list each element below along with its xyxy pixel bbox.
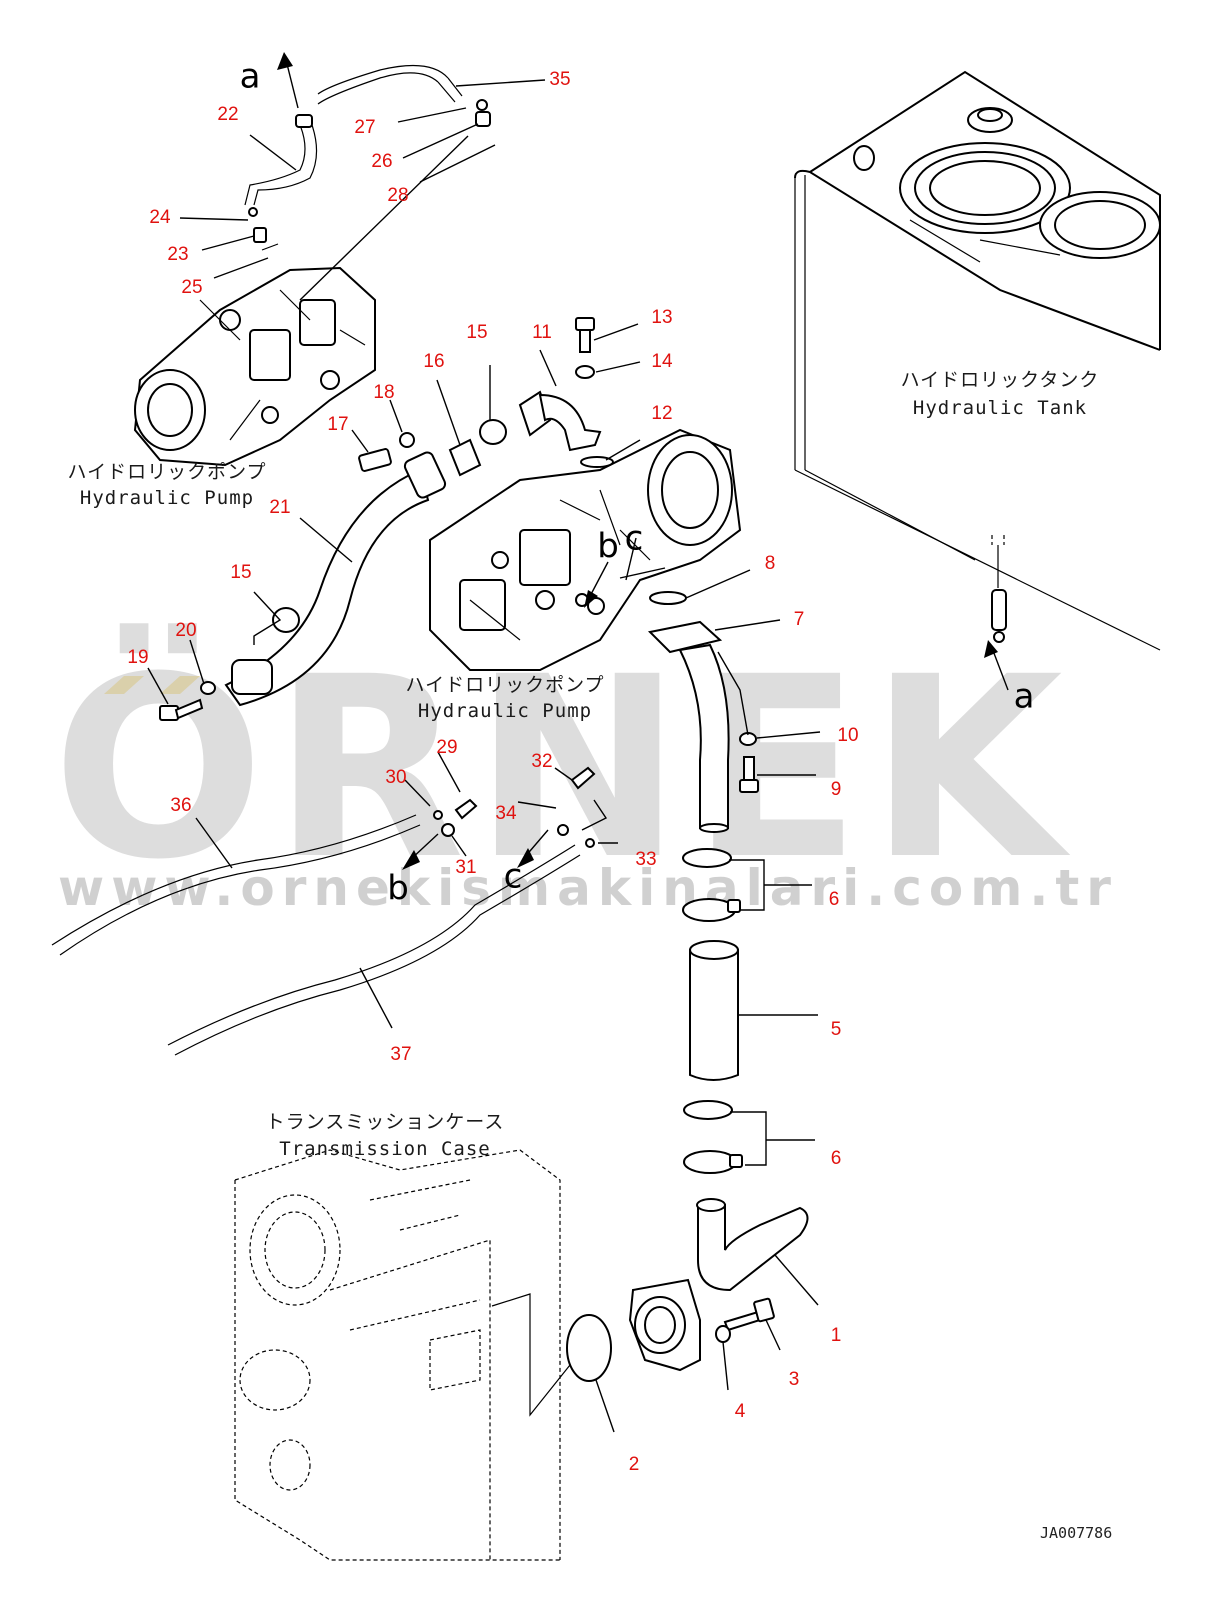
part-label: 6 (831, 1148, 842, 1169)
part-label: 18 (373, 382, 394, 403)
hydraulic-pump-mid-caption-en: Hydraulic Pump (418, 700, 592, 722)
hydraulic-pump-top (133, 266, 376, 467)
watermark-accent-right (160, 676, 200, 694)
part-label: 19 (127, 647, 148, 668)
part-label: 8 (765, 553, 776, 574)
part-label: 25 (181, 277, 202, 298)
transmission-case (234, 1149, 561, 1561)
connection-letter-b-pump: b (597, 527, 619, 567)
transmission-case-caption-en: Transmission Case (279, 1138, 490, 1160)
part-label: 29 (436, 737, 457, 758)
part-label: 36 (170, 795, 191, 816)
watermark-url: www.ornekismakinalari.com.tr (58, 859, 1118, 917)
part-label: 32 (531, 751, 552, 772)
part-label: 33 (635, 849, 656, 870)
hydraulic-pump-top-caption-en: Hydraulic Pump (80, 487, 254, 509)
part-label: 30 (385, 767, 406, 788)
transmission-case-caption-jp: トランスミッションケース (266, 1111, 505, 1133)
part-label: 23 (167, 244, 188, 265)
part-label: 4 (735, 1401, 746, 1422)
part-label: 31 (455, 857, 476, 878)
hydraulic-pump-mid (429, 428, 742, 671)
part-label: 15 (466, 322, 487, 343)
leader-lines (147, 52, 1009, 1433)
watermark-accent-left (104, 676, 144, 694)
part-label: 13 (651, 307, 672, 328)
hydraulic-tank-caption-jp: ハイドロリックタンク (901, 369, 1100, 391)
part-label: 35 (549, 69, 570, 90)
connection-letter-a-top: a (240, 57, 261, 97)
part-label: 5 (831, 1019, 842, 1040)
watermark-brand: ÖRNEK (52, 623, 1071, 914)
part-label: 12 (651, 403, 672, 424)
part-label: 6 (829, 889, 840, 910)
part-label: 14 (651, 351, 673, 372)
connection-letter-a-right: a (1014, 677, 1035, 717)
part-label: 2 (629, 1454, 640, 1475)
connection-letter-b-hose: b (387, 869, 409, 909)
part-label: 22 (217, 104, 238, 125)
hydraulic-pump-mid-caption-jp: ハイドロリックポンプ (405, 674, 604, 696)
part-label: 15 (230, 562, 251, 583)
watermark: ÖRNEK www.ornekismakinalari.com.tr (52, 623, 1118, 917)
part-label: 21 (269, 497, 290, 518)
drawing-code: JA007786 (1040, 1524, 1112, 1542)
hydraulic-tank (794, 70, 1161, 651)
part-label: 26 (371, 151, 392, 172)
part-label: 7 (794, 609, 805, 630)
connection-letter-c-hose: c (504, 857, 523, 897)
part-label: 27 (354, 117, 375, 138)
drain-fitting-a (991, 545, 1007, 643)
part-label: 1 (831, 1325, 842, 1346)
part-label: 34 (495, 803, 517, 824)
part-label: 17 (327, 414, 348, 435)
part-label: 20 (175, 620, 196, 641)
part-label: 11 (532, 322, 552, 343)
hydraulic-tank-caption-en: Hydraulic Tank (913, 397, 1087, 419)
connection-letters: a a b c b c (240, 57, 1035, 909)
part-label: 24 (149, 207, 171, 228)
part-label: 9 (831, 779, 842, 800)
part-label: 28 (387, 185, 408, 206)
part-label: 10 (837, 725, 858, 746)
part-label: 37 (390, 1044, 411, 1065)
hydraulic-pump-top-caption-jp: ハイドロリックポンプ (67, 461, 266, 483)
part-label: 3 (789, 1369, 800, 1390)
part-label: 16 (423, 351, 444, 372)
connection-letter-c-pump: c (625, 519, 644, 559)
part-labels: 35 22 27 26 28 24 23 25 13 14 11 15 16 1… (127, 69, 858, 1475)
parts-drawing (51, 64, 809, 1417)
